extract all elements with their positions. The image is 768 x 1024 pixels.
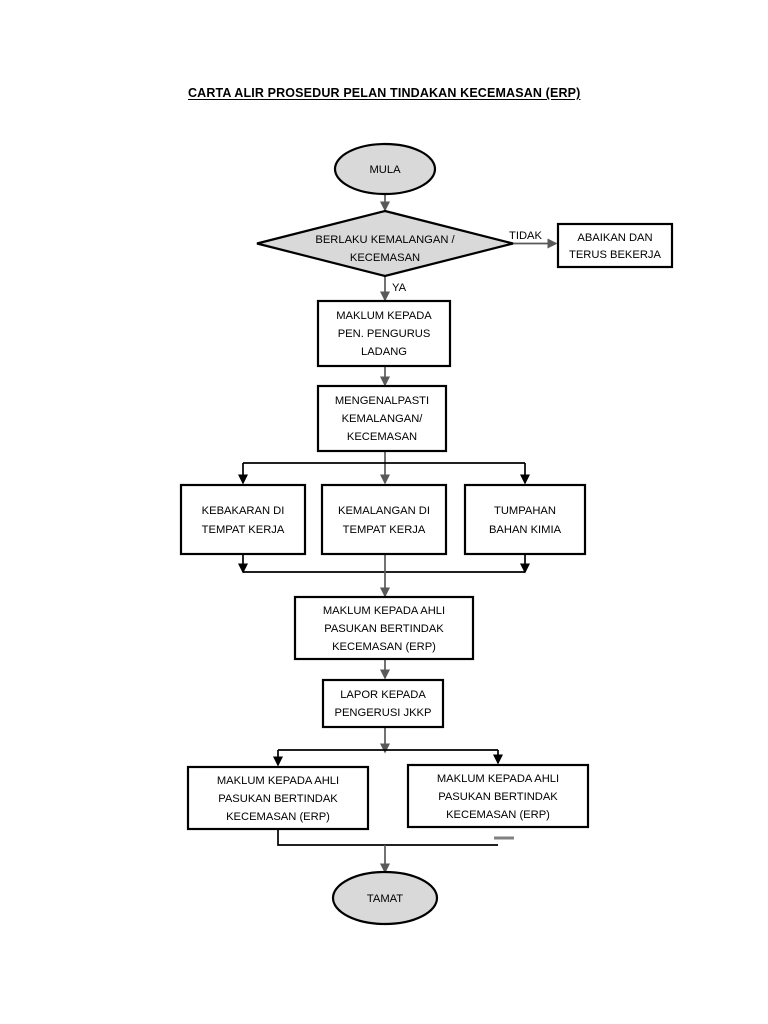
- identify-label-line1: MENGENALPASTI: [335, 395, 429, 407]
- inform-erp-left-box-shape: [186, 765, 370, 831]
- edge-label-yes: YA: [392, 282, 407, 294]
- inform-erp-label-line2: PASUKAN BERTINDAK: [324, 623, 444, 635]
- report-jkkp-box-shape: [321, 678, 445, 729]
- report-jkkp-label-line2: PENGERUSI JKKP: [335, 707, 432, 719]
- ignore-box-shape: [556, 222, 674, 269]
- spill-box-shape: [463, 483, 587, 556]
- node-inform-erp-left[interactable]: MAKLUM KEPADA AHLI PASUKAN BERTINDAK KEC…: [186, 765, 370, 831]
- inform-erp-right-label-line2: PASUKAN BERTINDAK: [438, 791, 558, 803]
- edge-label-no: TIDAK: [509, 230, 542, 242]
- inform-erp-right-label-line1: MAKLUM KEPADA AHLI: [437, 773, 559, 785]
- spill-label-line1: TUMPAHAN: [494, 505, 556, 517]
- accident-label-line2: TEMPAT KERJA: [343, 524, 426, 536]
- node-spill[interactable]: TUMPAHAN BAHAN KIMIA: [463, 483, 587, 556]
- node-inform-erp[interactable]: MAKLUM KEPADA AHLI PASUKAN BERTINDAK KEC…: [293, 595, 475, 661]
- inform-erp-right-box-shape: [406, 763, 590, 829]
- node-decision[interactable]: BERLAKU KEMALANGAN / KECEMASAN: [256, 209, 514, 278]
- inform-manager-label-line2: PEN. PENGURUS: [338, 328, 431, 340]
- start-terminal-shape: [333, 142, 437, 196]
- decision-diamond-shape: [256, 209, 514, 278]
- node-ignore[interactable]: ABAIKAN DAN TERUS BEKERJA: [556, 222, 674, 269]
- inform-erp-right-label-line3: KECEMASAN (ERP): [446, 809, 550, 821]
- connectors: [237, 194, 558, 874]
- identify-label-line3: KECEMASAN: [347, 431, 417, 443]
- inform-erp-left-label-line1: MAKLUM KEPADA AHLI: [217, 775, 339, 787]
- node-start[interactable]: MULA: [333, 142, 437, 196]
- node-accident[interactable]: KEMALANGAN DI TEMPAT KERJA: [320, 483, 448, 556]
- inform-erp-box-shape: [293, 595, 475, 661]
- accident-label-line1: KEMALANGAN DI: [338, 505, 430, 517]
- node-identify[interactable]: MENGENALPASTI KEMALANGAN/ KECEMASAN: [316, 384, 448, 453]
- decision-label-line2: KECEMASAN: [350, 252, 420, 264]
- spill-label-line2: BAHAN KIMIA: [489, 524, 562, 536]
- accident-box-shape: [320, 483, 448, 556]
- start-label: MULA: [369, 164, 401, 176]
- node-inform-erp-right[interactable]: MAKLUM KEPADA AHLI PASUKAN BERTINDAK KEC…: [406, 763, 590, 829]
- page-title: CARTA ALIR PROSEDUR PELAN TINDAKAN KECEM…: [188, 86, 581, 100]
- inform-erp-left-label-line3: KECEMASAN (ERP): [226, 811, 330, 823]
- fire-label-line1: KEBAKARAN DI: [202, 505, 285, 517]
- identify-box-shape: [316, 384, 448, 453]
- connector-erp-left-to-end: [277, 829, 498, 846]
- inform-erp-label-line3: KECEMASAN (ERP): [332, 641, 436, 653]
- inform-manager-box-shape: [316, 299, 452, 368]
- inform-manager-label-line1: MAKLUM KEPADA: [336, 310, 432, 322]
- report-jkkp-label-line1: LAPOR KEPADA: [340, 689, 426, 701]
- decision-label-line1: BERLAKU KEMALANGAN /: [315, 234, 455, 246]
- node-fire[interactable]: KEBAKARAN DI TEMPAT KERJA: [179, 483, 307, 556]
- identify-label-line2: KEMALANGAN/: [342, 413, 424, 425]
- ignore-label-line1: ABAIKAN DAN: [577, 232, 652, 244]
- inform-erp-left-label-line2: PASUKAN BERTINDAK: [218, 793, 338, 805]
- node-end[interactable]: TAMAT: [331, 870, 439, 926]
- end-label: TAMAT: [367, 893, 403, 905]
- fire-label-line2: TEMPAT KERJA: [202, 524, 285, 536]
- inform-manager-label-line3: LADANG: [361, 346, 407, 358]
- node-inform-manager[interactable]: MAKLUM KEPADA PEN. PENGURUS LADANG: [316, 299, 452, 368]
- inform-erp-label-line1: MAKLUM KEPADA AHLI: [323, 605, 445, 617]
- end-terminal-shape: [331, 870, 439, 926]
- ignore-label-line2: TERUS BEKERJA: [569, 249, 662, 261]
- fire-box-shape: [179, 483, 307, 556]
- node-report-jkkp[interactable]: LAPOR KEPADA PENGERUSI JKKP: [321, 678, 445, 729]
